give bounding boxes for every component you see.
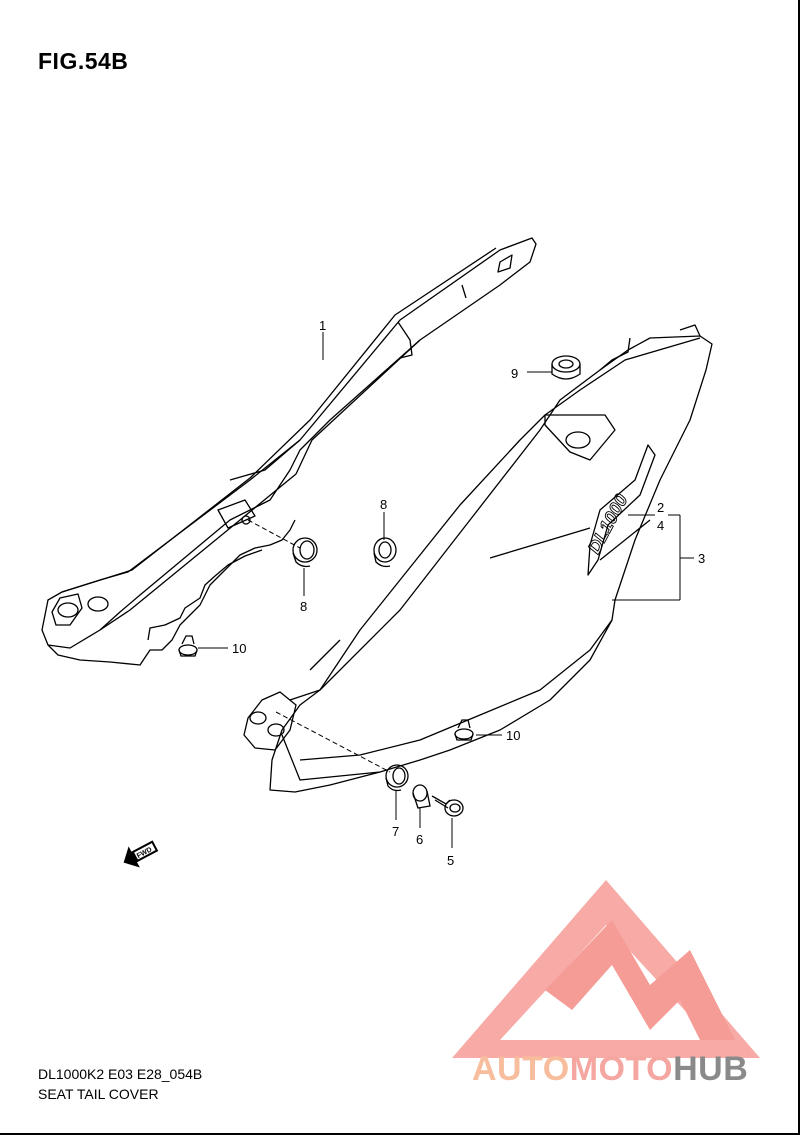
part-8-cushion-center	[373, 537, 397, 568]
watermark-mark	[452, 880, 760, 1058]
callout-8-left: 8	[300, 599, 307, 614]
leader-lines	[198, 332, 694, 848]
part-10-nut-right	[454, 719, 474, 741]
callout-10-right: 10	[506, 728, 520, 743]
part-9-grommet	[551, 355, 581, 380]
watermark-part-hub: HUB	[673, 1050, 749, 1088]
part-8-cushion-left	[292, 537, 318, 568]
callout-10-left: 10	[232, 641, 246, 656]
logo-dl1000: DL1000	[584, 491, 632, 557]
callout-4: 4	[657, 518, 664, 533]
callout-1: 1	[319, 318, 326, 333]
part-5-bolt	[431, 795, 464, 817]
watermark-text: AUTOMOTOHUB	[472, 1050, 748, 1089]
callout-9: 9	[511, 366, 518, 381]
part-7-cushion	[385, 764, 409, 792]
callout-3: 3	[698, 551, 705, 566]
callout-2: 2	[657, 500, 664, 515]
part-1-left-tail-cover	[41, 237, 537, 666]
model-code: DL1000K2 E03 E28_054B	[38, 1066, 203, 1082]
callout-6: 6	[416, 832, 423, 847]
callout-5: 5	[447, 853, 454, 868]
figure-title: FIG.54B	[38, 48, 129, 74]
watermark-part-auto: AUTO	[472, 1050, 570, 1088]
callout-7: 7	[392, 824, 399, 839]
watermark-part-moto: MOTO	[569, 1050, 674, 1088]
fwd-direction-icon: FWD	[123, 840, 159, 868]
callout-8-center: 8	[380, 497, 387, 512]
part-10-nut-left	[178, 635, 198, 657]
section-name: SEAT TAIL COVER	[38, 1086, 159, 1102]
part-6-collar	[412, 784, 431, 809]
